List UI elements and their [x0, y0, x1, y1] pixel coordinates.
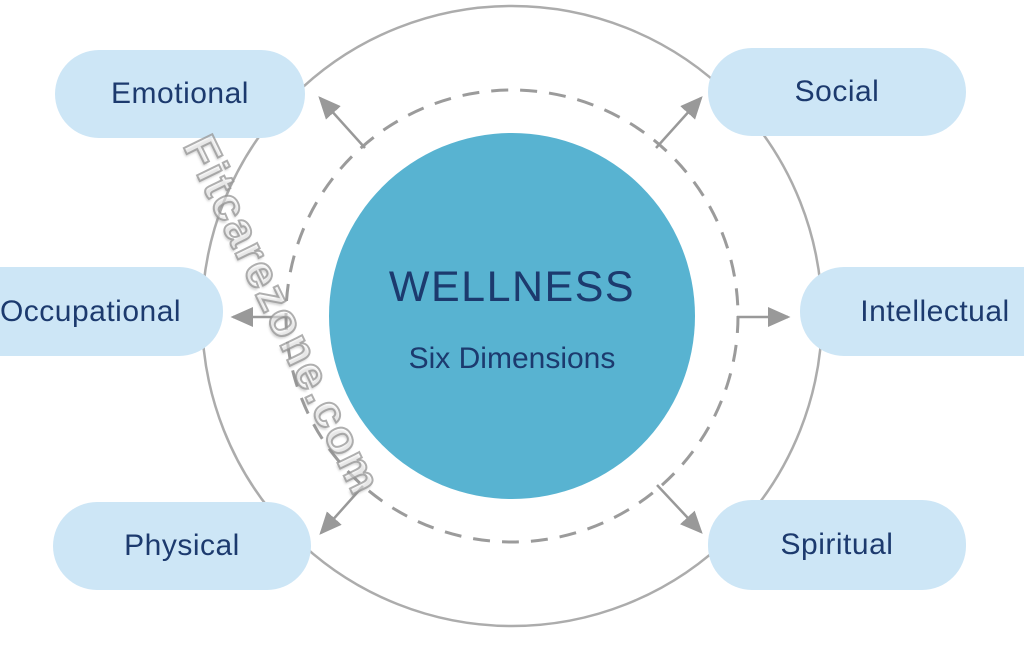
dimension-pill-intellectual: Intellectual [800, 267, 1024, 356]
dimension-label-spiritual: Spiritual [780, 528, 894, 561]
dimension-label-emotional: Emotional [111, 77, 249, 110]
arrow-to-emotional [318, 96, 366, 149]
dimension-pill-social: Social [708, 48, 966, 136]
radial-arrows [230, 96, 791, 535]
arrow-to-physical [319, 485, 364, 535]
arrow-to-spiritual [656, 484, 703, 534]
dimension-label-physical: Physical [124, 529, 240, 562]
center-text-block: WELLNESS Six Dimensions [312, 266, 712, 374]
dimension-pill-emotional: Emotional [55, 50, 305, 138]
dimension-pill-spiritual: Spiritual [708, 500, 966, 590]
arrow-to-social [655, 96, 703, 149]
center-circle [329, 133, 695, 499]
dimension-label-intellectual: Intellectual [860, 294, 1010, 328]
dimension-label-social: Social [794, 75, 880, 108]
dimension-label-occupational: Occupational [0, 294, 182, 328]
diagram-title: WELLNESS [388, 263, 636, 311]
dimension-pill-occupational: Occupational [0, 267, 223, 356]
diagram-subtitle: Six Dimensions [408, 342, 616, 375]
dimension-pill-physical: Physical [53, 502, 311, 590]
